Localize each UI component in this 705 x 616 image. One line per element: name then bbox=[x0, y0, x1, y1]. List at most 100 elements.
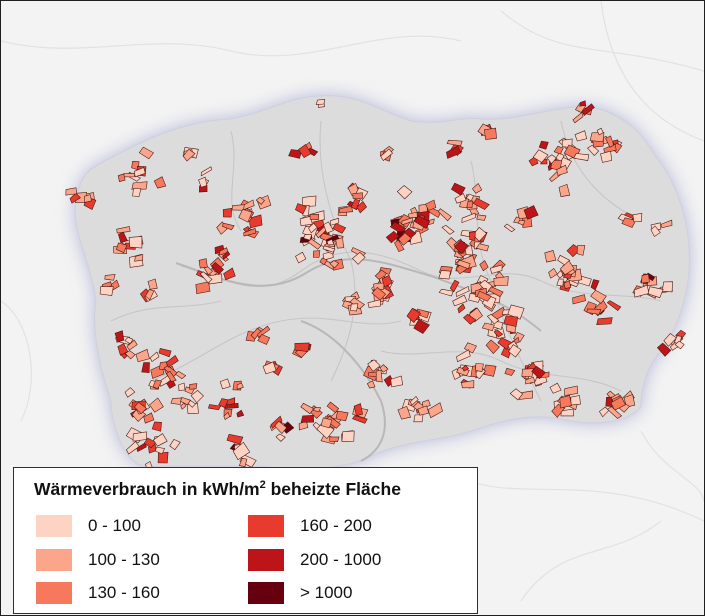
building-parcel bbox=[508, 344, 522, 358]
building-parcel bbox=[117, 173, 126, 182]
building-parcel bbox=[674, 340, 685, 350]
building-parcel bbox=[570, 395, 581, 406]
building-parcel bbox=[300, 414, 315, 423]
building-parcel bbox=[479, 260, 489, 272]
building-parcel bbox=[581, 103, 595, 116]
building-parcel bbox=[476, 290, 492, 302]
building-parcel bbox=[169, 439, 181, 451]
building-parcel bbox=[236, 409, 245, 418]
building-parcel bbox=[352, 252, 366, 265]
building-parcel bbox=[606, 406, 623, 419]
building-parcel bbox=[200, 166, 212, 177]
building-parcel bbox=[587, 144, 600, 157]
building-parcel bbox=[135, 348, 150, 363]
building-parcel bbox=[406, 307, 422, 323]
legend-label: 0 - 100 bbox=[88, 516, 141, 535]
building-parcel bbox=[149, 397, 164, 413]
building-parcel bbox=[367, 299, 381, 308]
building-parcel bbox=[65, 187, 78, 196]
building-parcel bbox=[558, 184, 571, 197]
building-parcel bbox=[531, 365, 546, 380]
building-parcel bbox=[396, 185, 413, 200]
building-parcel bbox=[158, 348, 172, 358]
building-parcel bbox=[238, 209, 253, 223]
building-parcel bbox=[473, 366, 486, 380]
building-parcel bbox=[493, 329, 504, 338]
building-parcel bbox=[270, 415, 283, 429]
legend-swatch bbox=[248, 549, 284, 571]
building-parcel bbox=[236, 382, 244, 390]
legend-item-130-160: 130 - 160 bbox=[36, 581, 160, 605]
building-parcel bbox=[134, 401, 148, 415]
building-parcel bbox=[544, 250, 557, 263]
building-parcel bbox=[299, 215, 313, 226]
building-parcel bbox=[579, 100, 587, 107]
building-parcel bbox=[126, 441, 140, 455]
building-parcel bbox=[586, 308, 602, 315]
building-parcel bbox=[198, 258, 208, 269]
building-parcel bbox=[155, 446, 166, 455]
building-parcel bbox=[656, 342, 672, 357]
building-parcel bbox=[326, 401, 340, 414]
building-parcel bbox=[312, 406, 322, 413]
building-parcel bbox=[243, 227, 257, 237]
building-parcel bbox=[463, 313, 477, 325]
building-parcel bbox=[446, 145, 462, 159]
building-parcel bbox=[538, 140, 549, 150]
building-parcel bbox=[232, 441, 251, 461]
legend-label: 130 - 160 bbox=[88, 583, 160, 602]
building-parcel bbox=[481, 322, 495, 332]
legend-swatch bbox=[36, 515, 72, 537]
building-parcel bbox=[222, 207, 233, 218]
building-parcel bbox=[356, 200, 367, 214]
building-parcel bbox=[138, 146, 154, 160]
building-parcel bbox=[532, 149, 549, 163]
building-parcel bbox=[134, 254, 144, 262]
building-parcel bbox=[222, 250, 231, 260]
building-parcel bbox=[413, 319, 430, 334]
building-parcel bbox=[446, 139, 463, 147]
building-parcel bbox=[553, 145, 564, 155]
legend-title-prefix: Wärmeverbrauch in kWh/m bbox=[34, 479, 260, 499]
building-parcel bbox=[449, 279, 460, 293]
building-parcel bbox=[288, 149, 302, 159]
building-parcel bbox=[463, 342, 477, 354]
building-parcel bbox=[149, 351, 160, 363]
building-parcel bbox=[455, 285, 470, 298]
building-parcel bbox=[350, 303, 359, 312]
building-parcel bbox=[104, 274, 116, 281]
building-parcel bbox=[152, 379, 163, 390]
building-parcel bbox=[295, 203, 307, 215]
building-parcel bbox=[143, 412, 155, 424]
building-parcel bbox=[203, 266, 213, 276]
building-parcel bbox=[330, 217, 340, 226]
building-parcel bbox=[509, 388, 524, 401]
building-parcel bbox=[471, 183, 483, 194]
building-parcel bbox=[352, 192, 363, 199]
building-parcel bbox=[250, 327, 262, 340]
building-parcel bbox=[475, 363, 484, 372]
building-parcel bbox=[195, 281, 211, 295]
building-parcel bbox=[475, 243, 490, 252]
building-parcel bbox=[341, 430, 355, 442]
building-parcel bbox=[326, 239, 335, 246]
building-parcel bbox=[189, 383, 198, 390]
building-parcel bbox=[413, 215, 431, 229]
building-parcel bbox=[329, 260, 340, 269]
building-parcel bbox=[454, 240, 470, 255]
building-parcel bbox=[379, 267, 392, 275]
building-parcel bbox=[223, 411, 230, 420]
building-parcel bbox=[401, 217, 414, 226]
building-parcel bbox=[472, 197, 490, 210]
building-parcel bbox=[572, 111, 584, 124]
building-parcel bbox=[199, 271, 213, 284]
building-parcel bbox=[606, 300, 622, 312]
building-parcel bbox=[367, 359, 381, 372]
building-parcel bbox=[621, 217, 637, 228]
building-parcel bbox=[485, 339, 500, 355]
building-parcel bbox=[573, 153, 590, 161]
building-parcel bbox=[238, 457, 248, 467]
basemap-roads bbox=[1, 1, 704, 602]
